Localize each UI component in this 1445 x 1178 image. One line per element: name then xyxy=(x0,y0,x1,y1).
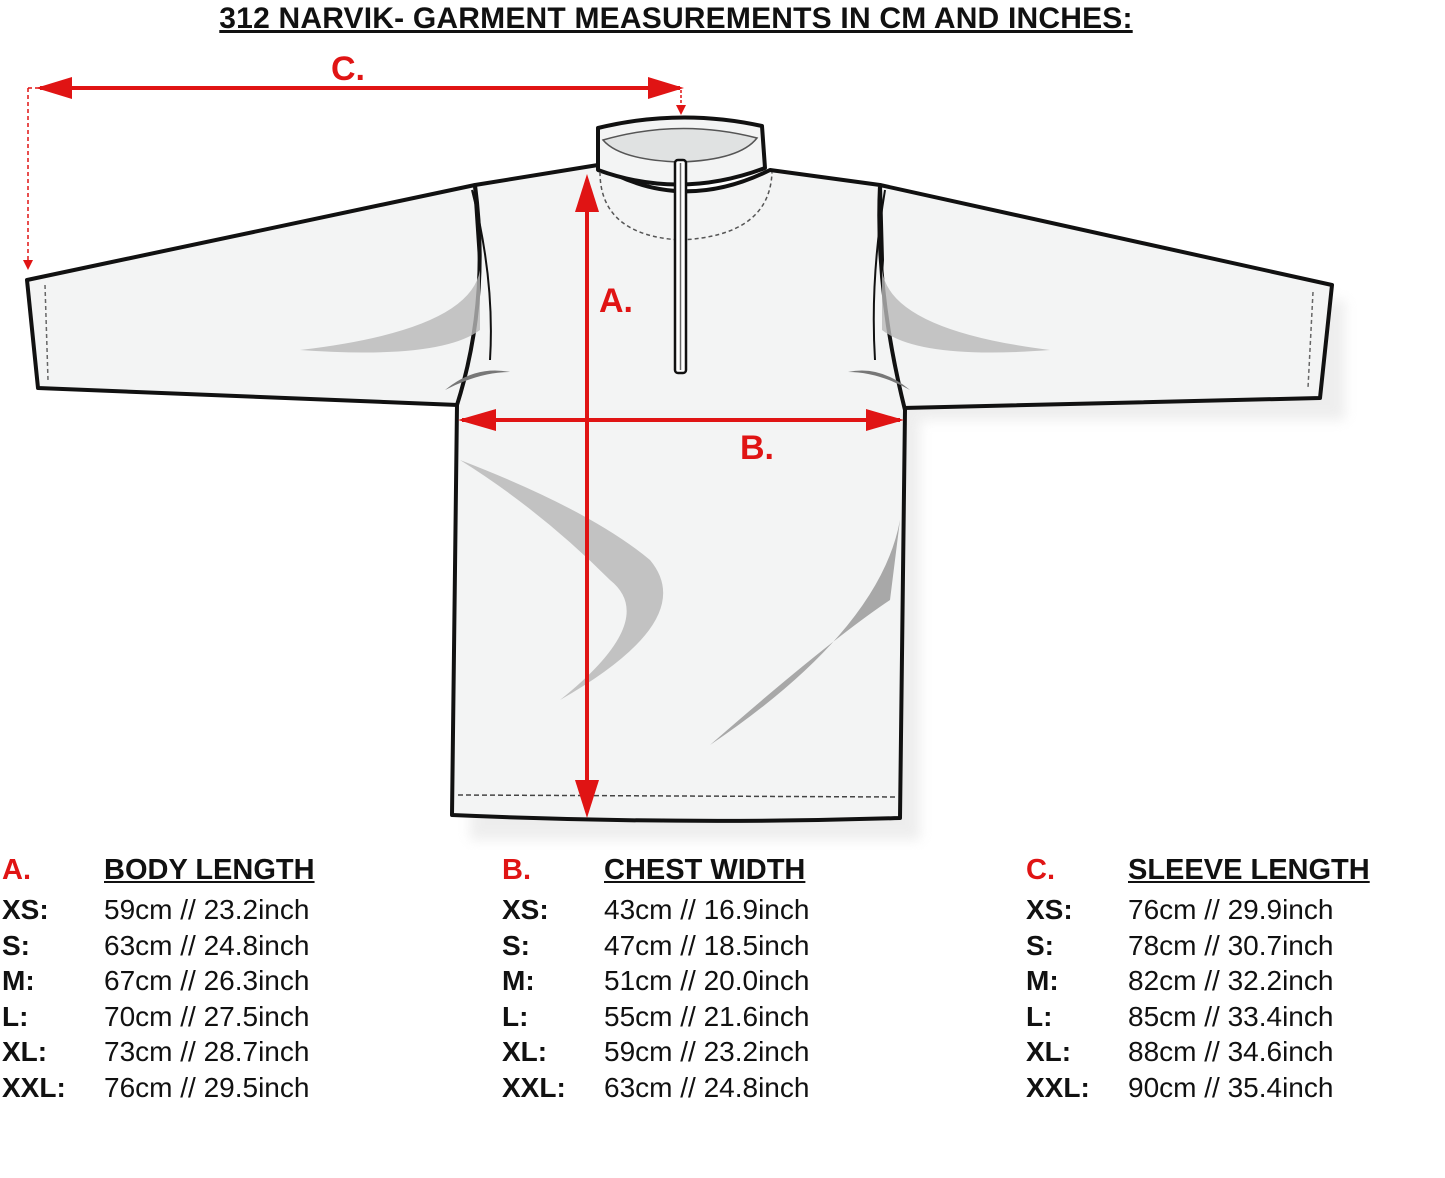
arrow-c-left-head xyxy=(36,77,72,99)
hem-stitch xyxy=(457,794,899,798)
size-value: 88cm // 34.6inch xyxy=(1128,1036,1334,1067)
size-value: 76cm // 29.9inch xyxy=(1128,894,1334,925)
arrow-a-top-head xyxy=(575,174,599,212)
torso xyxy=(450,163,907,823)
table-row: XXL: 76cm // 29.5inch xyxy=(2,1070,422,1106)
table-heading: SLEEVE LENGTH xyxy=(1128,854,1370,886)
right-cuff-stitch xyxy=(1307,291,1314,389)
table-header: B. CHEST WIDTH xyxy=(502,852,922,892)
table-row: S: 78cm // 30.7inch xyxy=(1026,928,1445,964)
arrow-a-bottom-head xyxy=(575,780,599,818)
page-title: 312 NARVIK- GARMENT MEASUREMENTS IN CM A… xyxy=(219,2,1133,35)
table-letter: B. xyxy=(502,854,531,886)
size-label: M: xyxy=(1026,965,1059,996)
left-sleeve-fold-shade xyxy=(300,270,480,353)
right-armhole-seam xyxy=(872,189,886,361)
left-armpit-fold xyxy=(445,370,510,390)
size-label: XL: xyxy=(2,1036,48,1067)
table-row: XS: 59cm // 23.2inch xyxy=(2,892,422,928)
size-value: 90cm // 35.4inch xyxy=(1128,1071,1334,1103)
arrow-b-right-head xyxy=(866,409,904,431)
size-value: 47cm // 18.5inch xyxy=(604,929,810,961)
size-value: 63cm // 24.8inch xyxy=(104,929,310,961)
size-label: XXL: xyxy=(2,1071,66,1103)
size-label: XS: xyxy=(1026,894,1073,925)
size-label: XL: xyxy=(502,1036,548,1067)
table-row: XL: 88cm // 34.6inch xyxy=(1026,1034,1445,1070)
right-sleeve-fold-shade xyxy=(882,270,1050,353)
size-value: 73cm // 28.7inch xyxy=(104,1036,310,1067)
table-row: XXL: 63cm // 24.8inch xyxy=(502,1070,922,1106)
table-header: A. BODY LENGTH xyxy=(2,852,422,892)
garment-diagram: C. A. B. xyxy=(23,50,1345,840)
table-row: L: 85cm // 33.4inch xyxy=(1026,999,1445,1035)
size-label: XL: xyxy=(1026,1036,1072,1067)
table-row: M: 51cm // 20.0inch xyxy=(502,963,922,999)
size-value: 51cm // 20.0inch xyxy=(604,965,810,996)
table-header: C. SLEEVE LENGTH xyxy=(1026,852,1445,892)
label-a: A. xyxy=(599,282,633,320)
size-label: L: xyxy=(502,1000,529,1032)
body-length-table: A. BODY LENGTH XS: 59cm // 23.2inch S: 63c… xyxy=(2,852,422,1105)
label-c: C. xyxy=(331,50,365,88)
torso-fold-shade-left xyxy=(460,460,664,700)
size-label: L: xyxy=(2,1000,29,1032)
table-row: XS: 43cm // 16.9inch xyxy=(502,892,922,928)
table-heading: BODY LENGTH xyxy=(104,854,315,886)
chest-width-table: B. CHEST WIDTH XS: 43cm // 16.9inch S: 47c… xyxy=(502,852,922,1105)
sleeve-length-table: C. SLEEVE LENGTH XS: 76cm // 29.9inch S: 7… xyxy=(1026,852,1445,1105)
table-heading: CHEST WIDTH xyxy=(604,854,806,886)
table-row: S: 63cm // 24.8inch xyxy=(2,928,422,964)
collar-inner xyxy=(601,127,759,163)
size-value: 63cm // 24.8inch xyxy=(604,1071,810,1103)
arrow-c-right-head xyxy=(648,77,684,99)
left-sleeve xyxy=(25,183,490,407)
size-value: 59cm // 23.2inch xyxy=(604,1036,810,1067)
size-label: L: xyxy=(1026,1000,1053,1032)
size-value: 76cm // 29.5inch xyxy=(104,1071,310,1103)
left-cuff-stitch xyxy=(44,284,49,381)
left-armhole-seam xyxy=(471,189,492,361)
right-sleeve xyxy=(873,183,1334,410)
size-label: M: xyxy=(502,965,535,996)
size-value: 78cm // 30.7inch xyxy=(1128,929,1334,961)
table-row: L: 55cm // 21.6inch xyxy=(502,999,922,1035)
size-label: XXL: xyxy=(502,1071,566,1103)
size-value: 82cm // 32.2inch xyxy=(1128,965,1334,996)
neck-seam-stitch xyxy=(599,171,773,241)
table-row: M: 67cm // 26.3inch xyxy=(2,963,422,999)
table-row: L: 70cm // 27.5inch xyxy=(2,999,422,1035)
right-armpit-fold xyxy=(848,370,910,390)
table-letter: C. xyxy=(1026,854,1055,886)
table-row: S: 47cm // 18.5inch xyxy=(502,928,922,964)
label-b: B. xyxy=(740,429,774,467)
size-label: M: xyxy=(2,965,35,996)
size-label: XXL: xyxy=(1026,1071,1090,1103)
size-label: XS: xyxy=(502,894,549,925)
size-value: 59cm // 23.2inch xyxy=(104,894,310,925)
table-row: XS: 76cm // 29.9inch xyxy=(1026,892,1445,928)
size-value: 67cm // 26.3inch xyxy=(104,965,310,996)
size-value: 55cm // 21.6inch xyxy=(604,1000,810,1032)
size-value: 43cm // 16.9inch xyxy=(604,894,810,925)
table-row: XL: 59cm // 23.2inch xyxy=(502,1034,922,1070)
arrow-b-left-head xyxy=(458,409,496,431)
size-label: XS: xyxy=(2,894,49,925)
size-label: S: xyxy=(1026,929,1054,961)
size-label: S: xyxy=(502,929,530,961)
size-value: 85cm // 33.4inch xyxy=(1128,1000,1334,1032)
table-letter: A. xyxy=(2,854,31,886)
table-row: M: 82cm // 32.2inch xyxy=(1026,963,1445,999)
table-row: XL: 73cm // 28.7inch xyxy=(2,1034,422,1070)
size-label: S: xyxy=(2,929,30,961)
size-value: 70cm // 27.5inch xyxy=(104,1000,310,1032)
table-row: XXL: 90cm // 35.4inch xyxy=(1026,1070,1445,1106)
